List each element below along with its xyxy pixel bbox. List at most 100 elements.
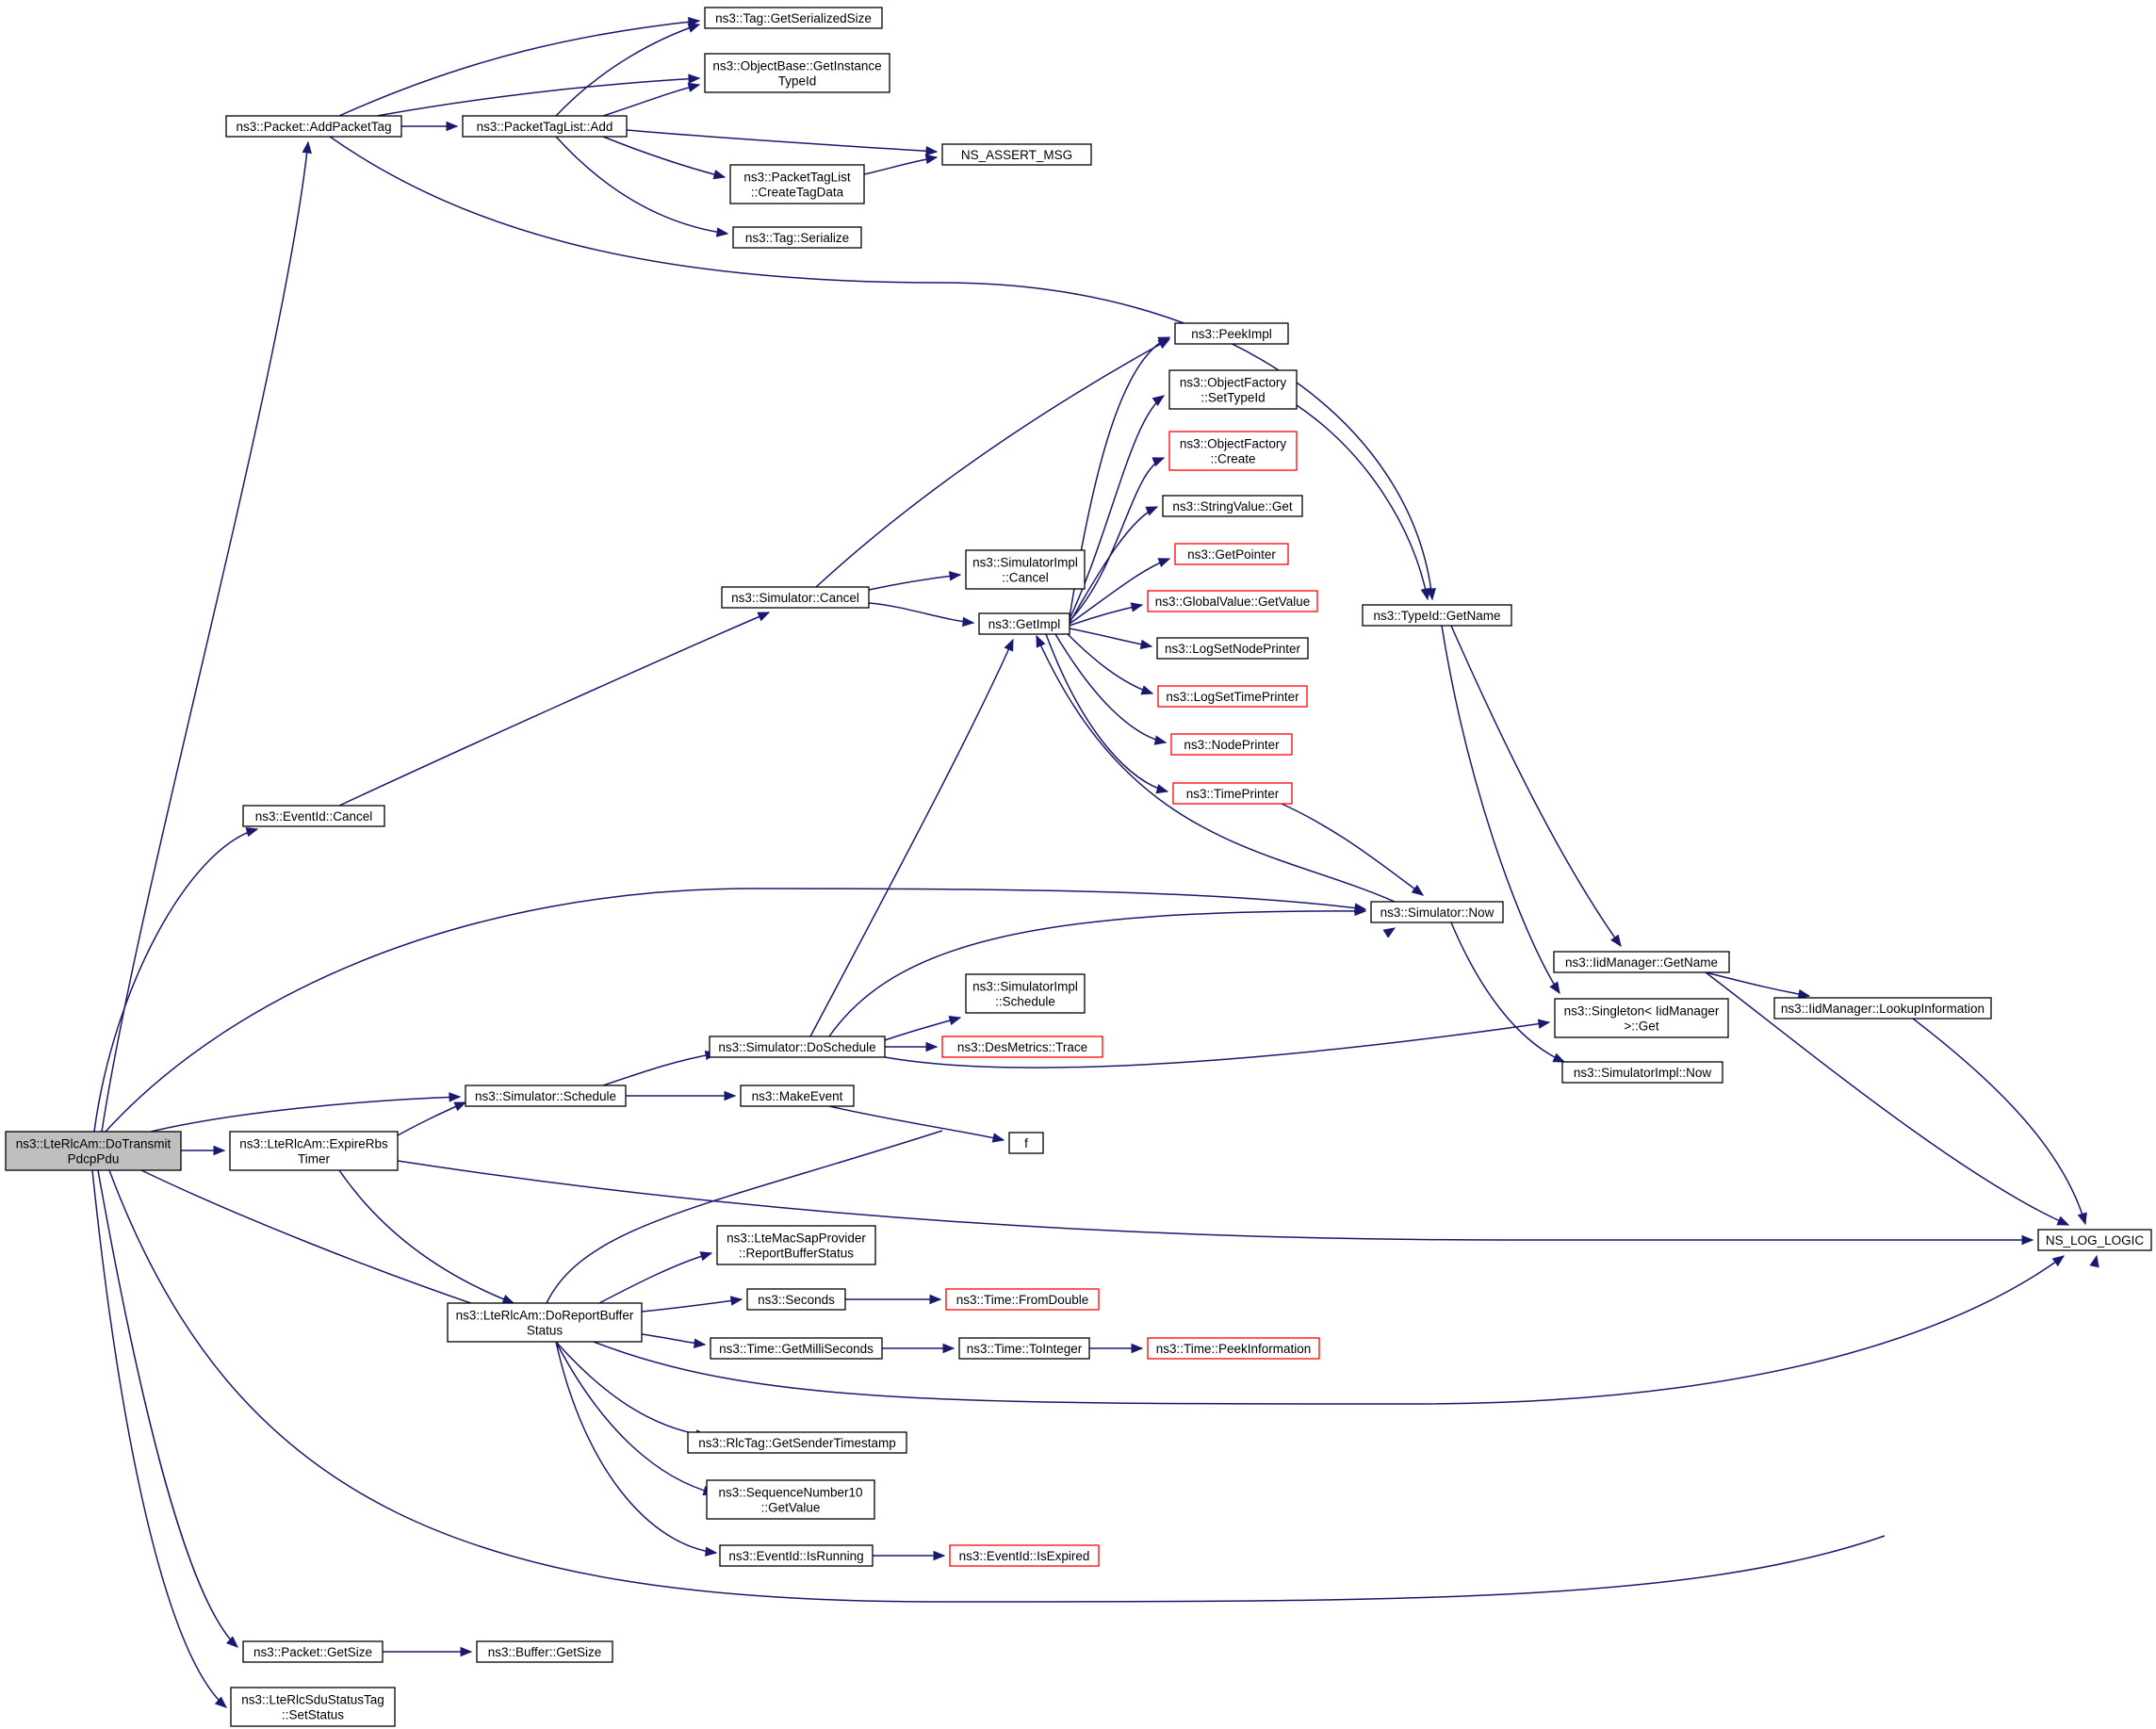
node-simulatorSchedule[interactable]: ns3::Simulator::Schedule (465, 1085, 627, 1107)
arrowhead (925, 146, 939, 156)
node-stringValueGet[interactable]: ns3::StringValue::Get (1162, 495, 1303, 517)
edge-packetTagListAdd-to-tagSerialize (555, 136, 729, 237)
edge-line (828, 910, 1366, 1037)
node-box (1174, 543, 1289, 565)
edge-line (1705, 971, 2069, 1226)
node-label: ns3::NodePrinter (1184, 738, 1280, 752)
node-seconds[interactable]: ns3::Seconds (746, 1288, 846, 1311)
edge-expireRbsTimer-to-doReportBufferStatus (338, 1169, 515, 1304)
node-f[interactable]: f (1008, 1132, 1044, 1154)
node-timePeekInformation[interactable]: ns3::Time::PeekInformation (1147, 1337, 1320, 1360)
node-box (229, 1131, 399, 1171)
node-eventIdCancel[interactable]: ns3::EventId::Cancel (242, 805, 385, 827)
node-packetTagListCreateTagData[interactable]: ns3::PacketTagList::CreateTagData (729, 164, 865, 204)
node-label: ns3::LogSetNodePrinter (1165, 642, 1301, 656)
node-label: ns3::Time::ToInteger (967, 1342, 1083, 1356)
arrowhead (1354, 905, 1367, 917)
node-box (242, 805, 385, 827)
node-eventIdIsRunning[interactable]: ns3::EventId::IsRunning (719, 1544, 874, 1567)
node-macSapReportBufferStatus[interactable]: ns3::LteMacSapProvider::ReportBufferStat… (716, 1225, 876, 1265)
node-label: ::Cancel (1002, 571, 1049, 585)
edge-root-to-simulatorSchedule (150, 1092, 462, 1133)
node-addPacketTag[interactable]: ns3::Packet::AddPacketTag (225, 115, 402, 138)
arrowhead (1552, 1052, 1566, 1063)
node-box (1168, 431, 1298, 471)
node-label: ns3::RlcTag::GetSenderTimestamp (698, 1436, 896, 1450)
node-simulatorImplNow[interactable]: ns3::SimulatorImpl::Now (1561, 1061, 1723, 1084)
node-nodePrinter[interactable]: ns3::NodePrinter (1170, 733, 1293, 756)
node-timePrinter[interactable]: ns3::TimePrinter (1172, 782, 1293, 805)
node-makeEvent[interactable]: ns3::MakeEvent (740, 1085, 855, 1107)
arrowhead (1537, 1019, 1551, 1029)
node-singletonGet[interactable]: ns3::Singleton< IidManager >::Get (1554, 998, 1729, 1038)
node-logSetTimePrinter[interactable]: ns3::LogSetTimePrinter (1157, 685, 1308, 708)
node-timeToInteger[interactable]: ns3::Time::ToInteger (958, 1337, 1090, 1360)
node-tagGetSerializedSize[interactable]: ns3::Tag::GetSerializedSize (704, 7, 883, 29)
node-packetTagListAdd[interactable]: ns3::PacketTagList::Add (462, 115, 628, 138)
node-nsAssertMsg[interactable]: NS_ASSERT_MSG (941, 143, 1092, 166)
edge-line (376, 77, 700, 117)
node-globalValueGetValue[interactable]: ns3::GlobalValue::GetValue (1147, 590, 1318, 612)
node-box (465, 1085, 627, 1107)
node-objectFactoryCreate[interactable]: ns3::ObjectFactory::Create (1168, 431, 1298, 471)
node-simulatorDoSchedule[interactable]: ns3::Simulator::DoSchedule (709, 1036, 886, 1058)
node-simulatorImplCancel[interactable]: ns3::SimulatorImpl::Cancel (965, 549, 1086, 590)
node-iidManagerGetName[interactable]: ns3::IidManager::GetName (1553, 951, 1730, 973)
node-typeIdGetName[interactable]: ns3::TypeId::GetName (1362, 604, 1512, 627)
node-label: Status (527, 1324, 564, 1338)
edge-typeIdGetName-to-iidManagerGetName (1450, 625, 1622, 948)
node-desMetricsTrace[interactable]: ns3::DesMetrics::Trace (941, 1036, 1103, 1058)
node-label: NS_ASSERT_MSG (961, 148, 1072, 162)
arrowhead (2051, 1255, 2066, 1267)
arrowhead (1004, 638, 1014, 652)
node-box (1773, 997, 1992, 1019)
arrowhead (213, 1145, 226, 1156)
node-box (1561, 1061, 1723, 1084)
node-label: ::SetStatus (282, 1708, 344, 1722)
node-eventIdIsExpired[interactable]: ns3::EventId::IsExpired (949, 1544, 1100, 1567)
arrowhead (245, 826, 259, 838)
node-label: ::Create (1210, 452, 1255, 466)
edge-line (1450, 625, 1622, 947)
node-label: ns3::TimePrinter (1186, 787, 1280, 801)
node-box (706, 1479, 875, 1520)
node-label: ns3::LteMacSapProvider (727, 1232, 866, 1246)
node-packetGetSize[interactable]: ns3::Packet::GetSize (242, 1640, 384, 1663)
edge-addPacketTag-to-packetTagListAdd (401, 121, 459, 132)
node-label: ns3::SimulatorImpl (972, 556, 1078, 570)
edge-layer (91, 17, 2099, 1708)
arrowhead (1797, 988, 1811, 1000)
node-getImpl[interactable]: ns3::GetImpl (978, 612, 1070, 635)
node-simulatorImplSchedule[interactable]: ns3::SimulatorImpl::Schedule (965, 973, 1086, 1014)
node-sduStatusTagSetStatus[interactable]: ns3::LteRlcSduStatusTag::SetStatus (230, 1687, 396, 1727)
node-getPointer[interactable]: ns3::GetPointer (1174, 543, 1289, 565)
node-tagSerialize[interactable]: ns3::Tag::Serialize (732, 226, 862, 249)
node-nsLogLogic[interactable]: NS_LOG_LOGIC (2037, 1229, 2152, 1251)
arrowhead (929, 1294, 942, 1305)
node-peekImpl[interactable]: ns3::PeekImpl (1174, 322, 1289, 345)
edge-doReportBufferStatus-to-seconds (641, 1296, 743, 1313)
node-objectFactorySetTypeId[interactable]: ns3::ObjectFactory::SetTypeId (1168, 369, 1298, 410)
edge-doReportBufferStatus-to-timeGetMilliSeconds (641, 1333, 707, 1348)
node-sequenceNumber10GetValue[interactable]: ns3::SequenceNumber10::GetValue (706, 1479, 875, 1520)
node-timeFromDouble[interactable]: ns3::Time::FromDouble (945, 1288, 1100, 1311)
node-simulatorNow[interactable]: ns3::Simulator::Now (1370, 901, 1504, 923)
node-box (1147, 1337, 1320, 1360)
node-label: TypeId (778, 74, 817, 89)
node-logSetNodePrinter[interactable]: ns3::LogSetNodePrinter (1156, 637, 1309, 660)
node-iidManagerLookupInformation[interactable]: ns3::IidManager::LookupInformation (1773, 997, 1992, 1019)
edge-getImpl-to-objectFactoryCreate (1069, 457, 1166, 622)
node-timeGetMilliSeconds[interactable]: ns3::Time::GetMilliSeconds (710, 1337, 883, 1360)
edge-packetTagListAdd-to-objectBaseGetInstanceTypeId (602, 82, 701, 117)
arrowhead (1411, 884, 1425, 896)
edge-addPacketTag-to-objectBaseGetInstanceTypeId (376, 73, 701, 117)
node-bufferGetSize[interactable]: ns3::Buffer::GetSize (476, 1640, 613, 1663)
arrowhead (214, 1696, 227, 1708)
node-rlcTagGetSenderTimestamp[interactable]: ns3::RlcTag::GetSenderTimestamp (687, 1431, 907, 1454)
node-label: ::SetTypeId (1200, 391, 1265, 405)
node-simulatorCancel[interactable]: ns3::Simulator::Cancel (721, 586, 870, 609)
